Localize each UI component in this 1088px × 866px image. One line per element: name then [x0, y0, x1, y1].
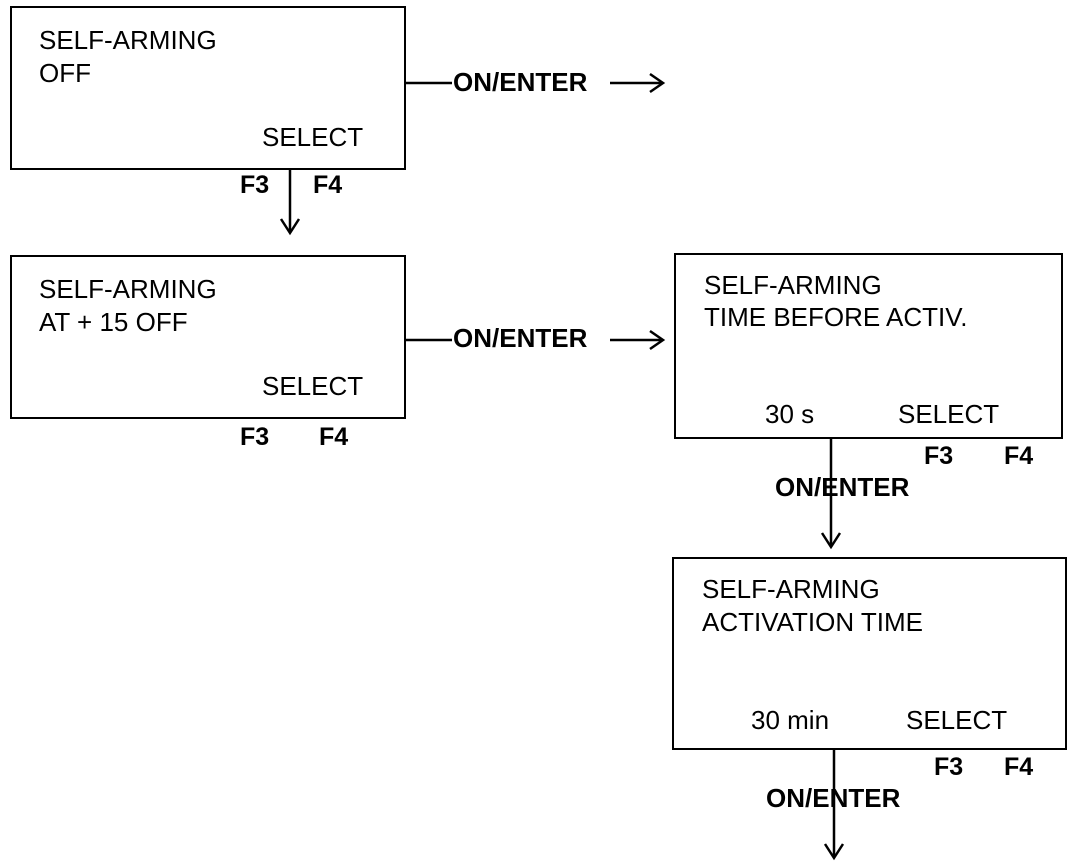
display-screen-self-arming-at: SELF-ARMING AT + 15 OFF SELECT: [10, 255, 406, 419]
display-screen-time-before-activ: SELF-ARMING TIME BEFORE ACTIV. 30 s SELE…: [674, 253, 1063, 439]
display-screen-activation-time: SELF-ARMING ACTIVATION TIME 30 min SELEC…: [672, 557, 1067, 750]
screen-line-2: ACTIVATION TIME: [702, 607, 924, 637]
key-f4: F4: [319, 423, 349, 451]
display-screen-self-arming-off: SELF-ARMING OFF SELECT: [10, 6, 406, 170]
key-f3: F3: [924, 442, 954, 470]
screen-line-1: SELF-ARMING: [702, 574, 880, 604]
key-f4: F4: [313, 171, 343, 199]
screen-line-1: SELF-ARMING: [39, 25, 217, 55]
softkey-select-label: SELECT: [906, 705, 1008, 735]
screen-line-2: AT + 15 OFF: [39, 307, 188, 337]
transition-label-on-enter: ON/ENTER: [453, 323, 588, 353]
arrow-down-icon: [823, 843, 845, 861]
softkey-select-label: SELECT: [262, 371, 364, 401]
key-f4: F4: [1004, 442, 1034, 470]
softkey-select-label: SELECT: [262, 122, 364, 152]
arrow-down-icon: [820, 532, 842, 550]
softkey-select-label: SELECT: [898, 399, 1000, 429]
transition-label-on-enter: ON/ENTER: [766, 783, 901, 813]
arrow-right-icon: [649, 329, 666, 351]
key-f3: F3: [240, 171, 270, 199]
key-f4: F4: [1004, 753, 1034, 781]
screen-line-2: OFF: [39, 58, 91, 88]
arrow-down-icon: [279, 218, 301, 236]
transition-label-on-enter: ON/ENTER: [453, 67, 588, 97]
transition-label-on-enter: ON/ENTER: [775, 472, 910, 502]
key-f3: F3: [240, 423, 270, 451]
screen-line-1: SELF-ARMING: [39, 274, 217, 304]
screen-line-1: SELF-ARMING: [704, 270, 882, 300]
screen-line-2: TIME BEFORE ACTIV.: [704, 302, 968, 332]
screen-value: 30 min: [751, 705, 830, 735]
screen-value: 30 s: [765, 399, 815, 429]
key-f3: F3: [934, 753, 964, 781]
arrow-right-icon: [649, 72, 666, 94]
